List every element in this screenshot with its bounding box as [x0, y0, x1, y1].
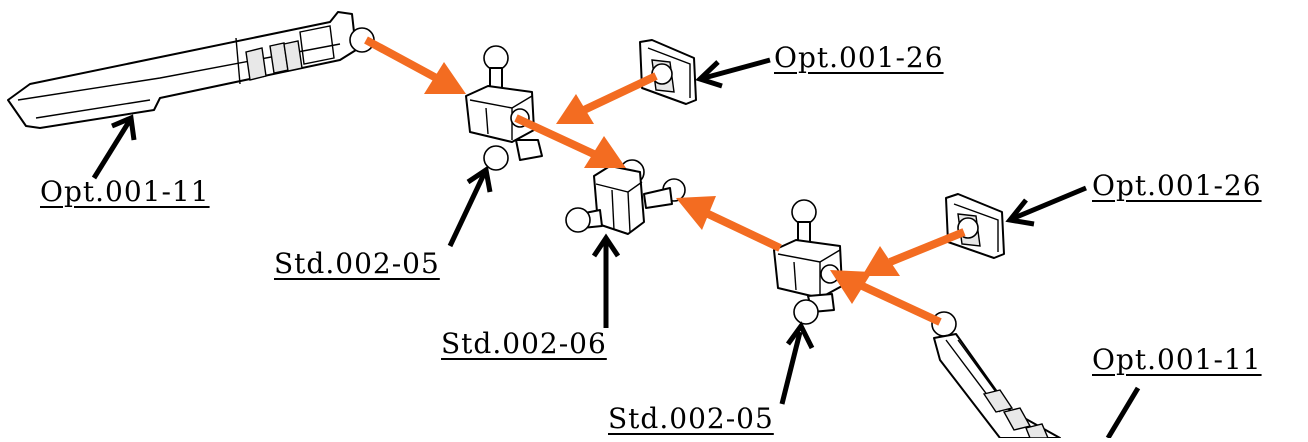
pointer-arrows [91, 57, 1141, 440]
pointer-lower-joint [779, 321, 815, 405]
pointer-right-mount [1105, 386, 1141, 440]
left-mount-part [7, 11, 375, 129]
flow-arrows [364, 36, 966, 326]
pointer-mid-clip [1005, 185, 1087, 227]
pointer-top-clip [695, 57, 771, 89]
label-center-joint: Std.002-06 [441, 327, 607, 360]
top-clip-part [639, 39, 697, 105]
flow-arrow-4 [676, 196, 782, 252]
label-mid-clip: Opt.001-26 [1092, 169, 1262, 202]
flow-arrow-2 [556, 72, 658, 124]
center-joint-part [565, 159, 686, 235]
pointer-left-mount [91, 114, 137, 180]
flow-arrow-3 [514, 114, 626, 168]
flow-arrow-6 [830, 270, 942, 326]
flow-arrow-1 [364, 36, 466, 94]
label-upper-joint: Std.002-05 [274, 247, 440, 280]
lower-clamp-part [773, 199, 843, 325]
label-left-mount: Opt.001-11 [40, 175, 210, 208]
label-top-clip: Opt.001-26 [774, 41, 944, 74]
pointer-center-joint [591, 233, 621, 328]
mid-clip-part [945, 193, 1005, 259]
upper-clamp-part [465, 45, 543, 171]
flow-arrow-5 [862, 228, 966, 276]
label-lower-joint: Std.002-05 [608, 402, 774, 435]
pointer-upper-joint [447, 165, 493, 248]
label-right-mount: Opt.001-11 [1092, 343, 1262, 376]
right-mount-part [931, 311, 1061, 439]
